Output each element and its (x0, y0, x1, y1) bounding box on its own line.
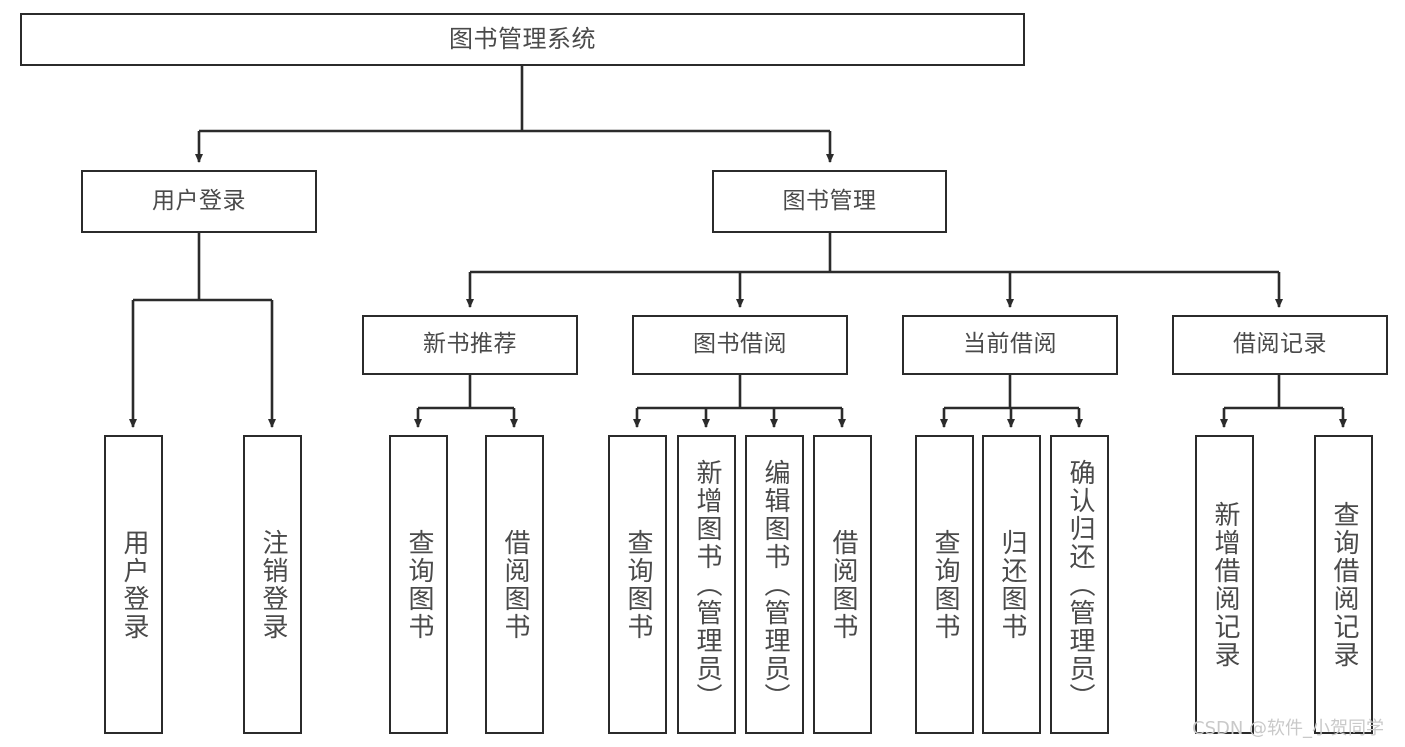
node-label: 用户登录 (152, 187, 246, 214)
node-label: 借阅图书 (828, 528, 859, 641)
node-label: 图书管理系统 (449, 25, 596, 54)
node-label: 图书管理 (782, 187, 877, 214)
node-label: 新增图书（管理员） (692, 458, 723, 711)
leaf-add-borrow-record[interactable]: 新增借阅记录 (1195, 435, 1254, 734)
leaf-query-borrow-record[interactable]: 查询借阅记录 (1314, 435, 1373, 734)
node-label: 借阅记录 (1233, 331, 1327, 358)
leaf-query-book-new[interactable]: 查询图书 (389, 435, 448, 734)
leaf-return-book[interactable]: 归还图书 (982, 435, 1041, 734)
node-label: 注销登录 (258, 528, 289, 641)
node-label: 确认归还（管理员） (1065, 458, 1096, 711)
node-book-management[interactable]: 图书管理 (712, 170, 947, 233)
watermark: CSDN @软件_小贺同学 (1192, 718, 1385, 739)
leaf-borrow-book[interactable]: 借阅图书 (813, 435, 872, 734)
node-label: 编辑图书（管理员） (760, 458, 791, 711)
leaf-add-book-admin[interactable]: 新增图书（管理员） (677, 435, 736, 734)
leaf-confirm-return-admin[interactable]: 确认归还（管理员） (1050, 435, 1109, 734)
leaf-logout[interactable]: 注销登录 (243, 435, 302, 734)
node-book-borrow[interactable]: 图书借阅 (632, 315, 848, 375)
node-borrow-record[interactable]: 借阅记录 (1172, 315, 1388, 375)
node-user-login[interactable]: 用户登录 (81, 170, 317, 233)
node-root-system[interactable]: 图书管理系统 (20, 13, 1025, 66)
node-label: 新增借阅记录 (1210, 500, 1241, 669)
leaf-borrow-book-new[interactable]: 借阅图书 (485, 435, 544, 734)
node-label: 查询图书 (930, 528, 961, 641)
leaf-query-book-borrow[interactable]: 查询图书 (608, 435, 667, 734)
node-label: 用户登录 (119, 528, 150, 641)
node-label: 归还图书 (997, 528, 1028, 641)
node-new-book-recommendation[interactable]: 新书推荐 (362, 315, 578, 375)
node-label: 查询图书 (404, 528, 435, 641)
leaf-query-book-current[interactable]: 查询图书 (915, 435, 974, 734)
node-current-borrow[interactable]: 当前借阅 (902, 315, 1118, 375)
node-label: 查询借阅记录 (1329, 500, 1360, 669)
node-label: 图书借阅 (693, 331, 787, 358)
node-label: 当前借阅 (963, 331, 1057, 358)
leaf-edit-book-admin[interactable]: 编辑图书（管理员） (745, 435, 804, 734)
node-label: 借阅图书 (500, 528, 531, 641)
node-label: 查询图书 (623, 528, 654, 641)
node-label: 新书推荐 (423, 331, 517, 358)
leaf-user-login[interactable]: 用户登录 (104, 435, 163, 734)
